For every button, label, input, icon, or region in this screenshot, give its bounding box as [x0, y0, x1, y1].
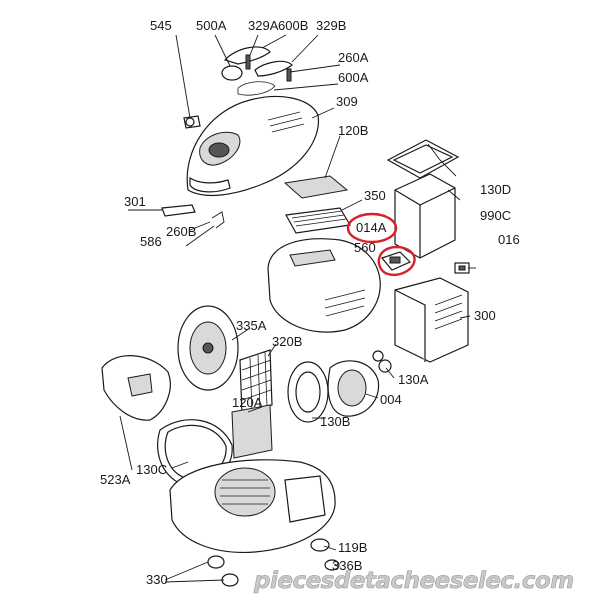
bag-holder-990C	[394, 173, 456, 259]
label-014A: 014A	[356, 220, 387, 235]
label-545: 545	[150, 18, 172, 33]
clip-586	[211, 211, 225, 229]
label-330: 330	[146, 572, 168, 587]
hepa-filter-350	[285, 207, 351, 234]
label-120B: 120B	[338, 123, 368, 138]
filter-frame-130D	[386, 139, 460, 179]
highlight-014A	[346, 212, 416, 277]
label-130A: 130A	[398, 372, 429, 387]
label-130B: 130B	[320, 414, 350, 429]
label-523A: 523A	[100, 472, 131, 487]
label-329B: 329B	[316, 18, 346, 33]
label-990C: 990C	[480, 208, 511, 223]
top-cover-309	[186, 95, 320, 196]
label-120A: 120A	[232, 395, 263, 410]
motor-seal-130B	[287, 361, 329, 423]
filter-120B	[283, 175, 349, 199]
motor-chamber-housing	[267, 238, 381, 333]
label-309: 309	[336, 94, 358, 109]
label-586: 586	[140, 234, 162, 249]
side-panel-523A	[101, 355, 171, 421]
label-600B: 600B	[278, 18, 308, 33]
label-004: 004	[380, 392, 402, 407]
motor-mount-130A	[372, 350, 392, 373]
label-329A: 329A	[248, 18, 279, 33]
part-labels: 545 500A 329A 600B 329B 260A 600A 309 12…	[100, 18, 520, 587]
clip-016	[454, 262, 470, 274]
motor-004	[327, 360, 380, 417]
handle-strip-301	[161, 204, 196, 217]
rear-panel-335A	[177, 305, 239, 391]
filter-120A	[231, 404, 273, 459]
label-350: 350	[364, 188, 386, 203]
label-300: 300	[474, 308, 496, 323]
label-260A: 260A	[338, 50, 369, 65]
label-130C: 130C	[136, 462, 167, 477]
base-body	[169, 459, 336, 554]
latch-560	[380, 251, 412, 271]
leader-lines	[119, 34, 476, 583]
gasket-130C	[157, 419, 233, 487]
label-335A: 335A	[236, 318, 267, 333]
label-119B: 119B	[338, 540, 367, 555]
wheels-330	[207, 555, 239, 587]
label-301: 301	[124, 194, 146, 209]
gasket-600A	[237, 81, 276, 96]
label-130D: 130D	[480, 182, 511, 197]
label-500A: 500A	[196, 18, 227, 33]
hose-connector-545	[183, 115, 201, 129]
caster-119B-336B	[310, 538, 340, 571]
label-336B: 336B	[332, 558, 362, 573]
label-260B: 260B	[166, 224, 196, 239]
label-600A: 600A	[338, 70, 369, 85]
label-016: 016	[498, 232, 520, 247]
exhaust-grille-320B	[239, 349, 273, 416]
label-560: 560	[354, 240, 376, 255]
button-parts-500A-329A	[221, 46, 293, 82]
label-320B: 320B	[272, 334, 302, 349]
watermark-text: piecesdetacheeselec.com	[253, 568, 574, 594]
filter-housing-300	[394, 277, 469, 363]
